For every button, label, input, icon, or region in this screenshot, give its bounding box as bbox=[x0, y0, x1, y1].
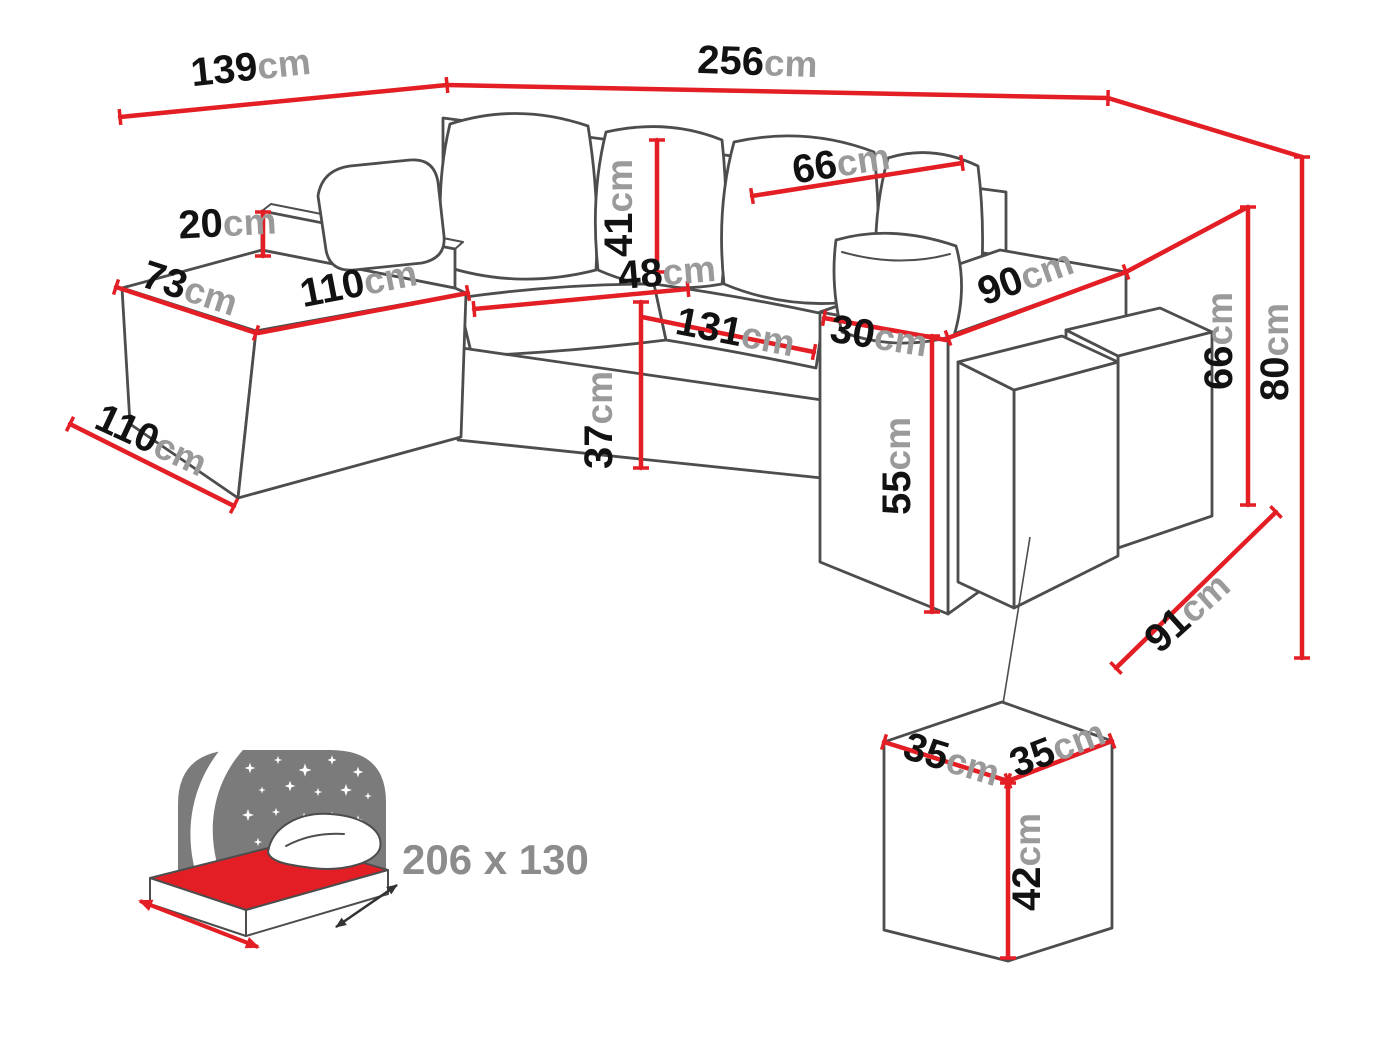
dimension-line-48 bbox=[471, 280, 691, 318]
dimension-label-110-chaise: 110cm bbox=[296, 250, 420, 316]
bed-width-arrow bbox=[138, 899, 260, 949]
bed-depth-arrow bbox=[335, 883, 398, 929]
dimension-label-66-cushion: 66cm bbox=[789, 134, 893, 193]
dimension-label-pouf-height: 42cm bbox=[1005, 813, 1049, 911]
corner-sofa-drawing bbox=[120, 112, 1214, 711]
dimension-line-91 bbox=[1109, 505, 1283, 675]
chaise-pillow bbox=[316, 158, 446, 272]
dimension-lines bbox=[64, 76, 1310, 675]
dimension-line-110-bottom bbox=[64, 416, 240, 514]
bed-pillow bbox=[267, 812, 382, 870]
sofa-bed-icon: 206 x 130 bbox=[138, 750, 589, 949]
leaning-pillow-seam bbox=[841, 251, 951, 262]
pouf1-front-face bbox=[956, 360, 1016, 610]
dimension-label-139: 139cm bbox=[189, 39, 313, 95]
dimension-label-55: 55cm bbox=[875, 417, 919, 515]
bed-pillow-seam bbox=[285, 832, 345, 847]
pouf-detail-leader-line bbox=[1001, 536, 1031, 711]
bed-size-label: 206 x 130 bbox=[402, 836, 589, 883]
back-cushion-1 bbox=[438, 112, 599, 281]
dimension-line-256 bbox=[444, 82, 1111, 107]
dimension-label-20: 20cm bbox=[177, 198, 277, 247]
dimension-label-41: 41cm bbox=[597, 159, 641, 257]
dimension-line-139 bbox=[117, 76, 450, 126]
dimension-line-66-cushion bbox=[749, 154, 965, 205]
pouf1-right-face bbox=[1012, 360, 1120, 610]
dimension-line-pouf-width bbox=[879, 733, 1013, 790]
dimension-label-91: 91cm bbox=[1136, 563, 1238, 661]
dimension-labels: 139cm 256cm 66cm 20cm 41cm 73cm 110cm 48… bbox=[89, 38, 1297, 911]
dimension-line-131 bbox=[639, 314, 818, 361]
dimension-line-73 bbox=[111, 278, 261, 342]
dimension-label-131: 131cm bbox=[672, 299, 798, 365]
dimension-label-80: 80cm bbox=[1253, 303, 1297, 401]
dimension-connector-top-right bbox=[1105, 95, 1305, 160]
dimension-label-48: 48cm bbox=[616, 246, 717, 298]
dimension-label-30: 30cm bbox=[827, 307, 931, 366]
dimension-line-90 bbox=[943, 263, 1131, 347]
dimension-label-66-height: 66cm bbox=[1197, 292, 1241, 390]
dimension-label-37: 37cm bbox=[577, 371, 621, 469]
dimension-line-110-chaise bbox=[255, 284, 472, 336]
pouf-cube-detail bbox=[879, 700, 1117, 963]
dimension-connector-66 bbox=[1123, 204, 1251, 275]
dimension-label-256: 256cm bbox=[697, 38, 819, 86]
dimension-line-pouf-depth bbox=[1003, 732, 1117, 790]
